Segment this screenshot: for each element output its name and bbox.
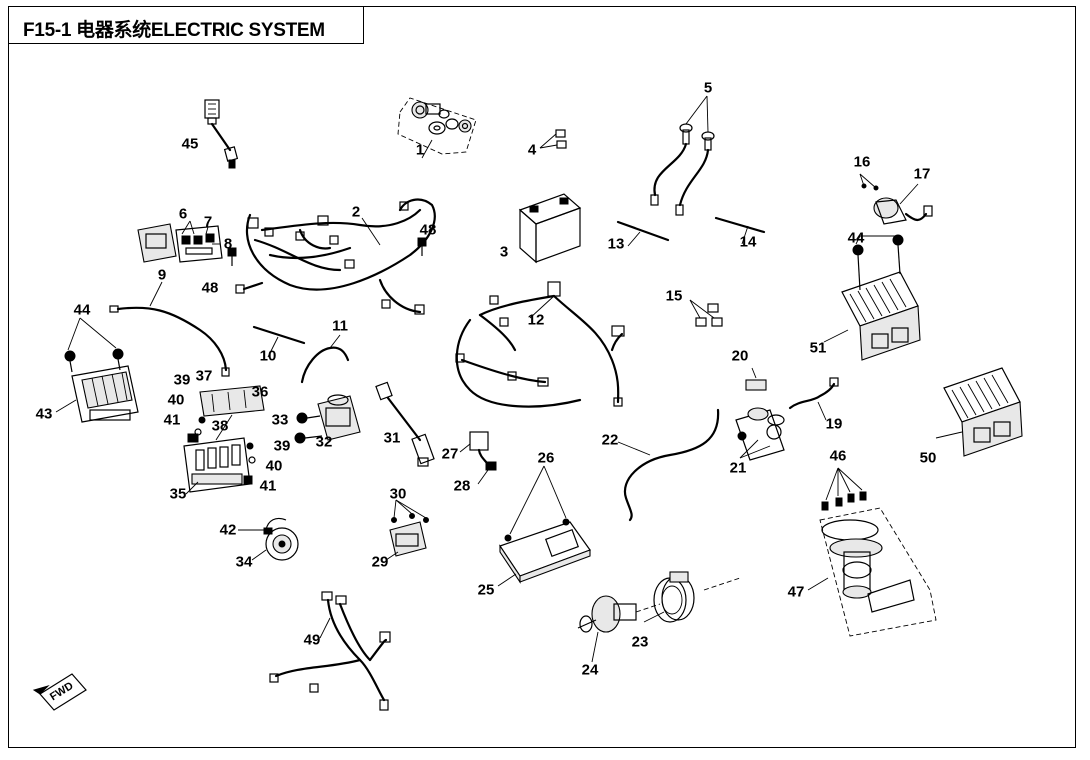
part-12-harness	[455, 281, 625, 408]
part-35-fuse-box	[183, 385, 265, 495]
callout-48a: 48	[419, 221, 437, 239]
callout-15: 15	[665, 287, 683, 305]
part-10-rod	[252, 325, 306, 358]
part-24-rotor	[577, 595, 661, 663]
part-15-clips	[689, 299, 723, 327]
callout-39a: 39	[173, 371, 191, 389]
callout-28: 28	[453, 477, 471, 495]
part-1-kit	[397, 97, 477, 159]
callout-30: 30	[389, 485, 407, 503]
callout-22: 22	[601, 431, 619, 449]
callout-21: 21	[729, 459, 747, 477]
part-45-sensor	[204, 99, 239, 169]
part-25-control-unit	[497, 465, 591, 587]
drawing-frame	[8, 6, 1076, 748]
part-11-tube	[300, 334, 350, 384]
callout-49: 49	[303, 631, 321, 649]
callout-2: 2	[351, 203, 361, 221]
callout-29: 29	[371, 553, 389, 571]
callout-37: 37	[195, 367, 213, 385]
callout-32: 32	[315, 433, 333, 451]
callout-39b: 39	[273, 437, 291, 455]
callout-48b: 48	[201, 279, 219, 297]
callout-24: 24	[581, 661, 599, 679]
callout-51: 51	[809, 339, 827, 357]
callout-40b: 40	[265, 457, 283, 475]
part-32-ignition-coil	[294, 394, 361, 444]
callout-46: 46	[829, 447, 847, 465]
callout-26: 26	[537, 449, 555, 467]
callout-25: 25	[477, 581, 495, 599]
callout-8: 8	[223, 235, 233, 253]
callout-7: 7	[203, 213, 213, 231]
callout-4: 4	[527, 141, 537, 159]
part-29-module	[385, 499, 429, 561]
part-9-wire	[109, 281, 230, 377]
callout-13: 13	[607, 235, 625, 253]
callout-43: 43	[35, 405, 53, 423]
callout-42: 42	[219, 521, 237, 539]
callout-50: 50	[919, 449, 937, 467]
part-4-clips	[539, 129, 567, 149]
part-51-regulator	[823, 234, 921, 361]
callout-14: 14	[739, 233, 757, 251]
part-13-rod	[616, 220, 670, 247]
callout-27: 27	[441, 445, 459, 463]
callout-9: 9	[157, 266, 167, 284]
callout-11: 11	[332, 317, 348, 335]
part-3-battery	[518, 193, 582, 264]
callout-35: 35	[169, 485, 187, 503]
callout-44b: 44	[847, 229, 865, 247]
callout-1: 1	[415, 141, 425, 159]
callout-33: 33	[271, 411, 289, 429]
callout-40a: 40	[167, 391, 185, 409]
part-43-control-unit	[55, 317, 139, 423]
part-31-plug-cable	[375, 381, 435, 467]
callout-12: 12	[527, 311, 545, 329]
callout-5: 5	[703, 79, 713, 97]
part-23-stator	[643, 571, 741, 623]
part-22-wire	[617, 408, 720, 522]
callout-10: 10	[259, 347, 277, 365]
callout-17: 17	[913, 165, 931, 183]
part-6-8-relay-block	[137, 220, 223, 263]
part-50-regulator	[935, 367, 1023, 457]
callout-3: 3	[499, 243, 509, 261]
callout-36: 36	[251, 383, 269, 401]
part-21-relay	[735, 367, 785, 461]
part-17-sensor	[859, 173, 933, 225]
part-19-wire	[788, 377, 839, 421]
callout-23: 23	[631, 633, 649, 651]
callout-19: 19	[825, 415, 843, 433]
callout-45: 45	[181, 135, 199, 153]
callout-47: 47	[787, 583, 805, 601]
callout-16: 16	[853, 153, 871, 171]
callout-31: 31	[383, 429, 401, 447]
part-27-sensor	[459, 431, 497, 485]
callout-20: 20	[731, 347, 749, 365]
part-2-main-harness	[235, 198, 436, 315]
part-34-horn	[238, 517, 299, 561]
callout-6: 6	[178, 205, 188, 223]
callout-44a: 44	[73, 301, 91, 319]
callout-34: 34	[235, 553, 253, 571]
part-49-harness	[269, 591, 391, 711]
callout-41b: 41	[259, 477, 277, 495]
part-47-fuel-pump	[807, 467, 937, 637]
part-48-fasteners	[227, 237, 427, 266]
part-14-rod	[714, 216, 766, 245]
title-block: F15-1 电器系统ELECTRIC SYSTEM	[8, 6, 364, 44]
page-title: F15-1 电器系统ELECTRIC SYSTEM	[23, 20, 325, 41]
callout-41a: 41	[163, 411, 181, 429]
fwd-arrow-icon	[32, 673, 87, 711]
part-5-wires	[650, 95, 715, 216]
callout-38: 38	[211, 417, 229, 435]
